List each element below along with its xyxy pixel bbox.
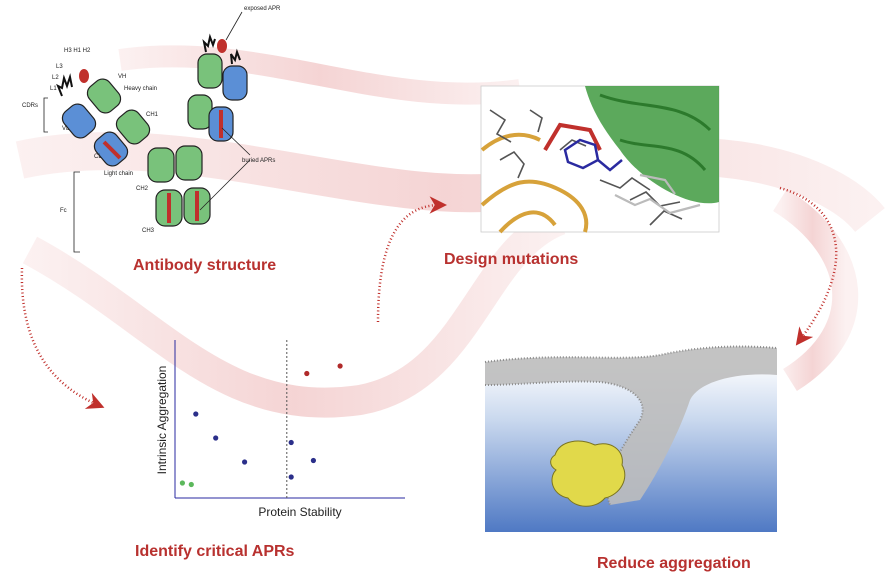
label-vl: VL (62, 126, 70, 132)
ch2-domain-a (147, 147, 175, 183)
yellow-backbone (480, 132, 589, 234)
arrow-structure-to-aprs (20, 267, 105, 409)
ch2-domain-b (175, 145, 203, 181)
scatter-point-blue (213, 435, 219, 441)
label-ch1: CH1 (146, 112, 159, 118)
caption-identify-aprs: Identify critical APRs (135, 543, 295, 560)
x-axis-label: Protein Stability (258, 505, 341, 519)
scatter-point-blue (310, 457, 316, 464)
cdrs-bracket (43, 97, 48, 133)
reduce-aggregation-image (484, 345, 778, 532)
grey-sidechains (489, 109, 683, 226)
cycle-arrows (20, 186, 838, 409)
apr-scatter-chart: Protein Stability Intrinsic Aggregation (155, 340, 405, 519)
label-cl: CL (94, 154, 102, 160)
label-ch3: CH3 (142, 228, 155, 234)
caption-reduce-aggregation: Reduce aggregation (597, 555, 751, 572)
mutation-blue-ring (563, 138, 623, 172)
scatter-points (179, 363, 343, 488)
exposed-apr-right (217, 39, 227, 53)
scatter-point-green (179, 480, 185, 486)
scatter-point-red (337, 363, 343, 369)
label-h-loops: H3 H1 H2 (64, 48, 91, 54)
label-cdrs: CDRs (22, 103, 38, 109)
label-exposed-apr: exposed APR (244, 6, 281, 12)
y-axis-label: Intrinsic Aggregation (155, 366, 169, 475)
label-l3: L3 (56, 64, 63, 70)
label-l1: L1 (50, 86, 57, 92)
arrow-mutations-to-reduce (779, 186, 838, 346)
label-buried-aprs: buried APRs (242, 158, 275, 164)
apr-stripe-left (102, 140, 122, 160)
membrane-stream (485, 346, 777, 505)
mutation-red-residue (543, 122, 602, 152)
scatter-point-blue (288, 474, 294, 480)
antibody-diagram: exposed APR buried APRs Heavy chain Ligh… (22, 6, 281, 253)
label-light-chain: Light chain (104, 171, 133, 177)
label-ch2: CH2 (136, 186, 149, 192)
scatter-point-blue (193, 411, 199, 417)
caption-antibody-structure: Antibody structure (133, 257, 277, 274)
cdr-loops-left (56, 73, 73, 97)
buried-apr-pointer-a (221, 127, 251, 156)
design-mutations-image (480, 85, 720, 234)
vl-domain-right (222, 65, 248, 101)
vh-domain-left (86, 78, 122, 114)
label-l2: L2 (52, 75, 59, 81)
arrow-aprs-to-mutations (376, 196, 447, 323)
label-fc: Fc (60, 208, 67, 214)
scatter-point-blue (242, 459, 248, 465)
ch1-domain-left (115, 109, 151, 145)
protein-blob (550, 440, 626, 507)
exposed-apr-pointer (225, 11, 243, 41)
fc-bracket (73, 171, 80, 253)
exposed-apr-left (79, 69, 89, 83)
caption-design-mutations: Design mutations (444, 251, 579, 268)
vl-domain (61, 103, 97, 139)
scatter-point-green (188, 481, 194, 488)
label-heavy-chain: Heavy chain (124, 86, 157, 92)
cdr-loops-right-b (230, 48, 241, 65)
vh-domain-right (197, 53, 223, 89)
label-vh: VH (118, 74, 126, 80)
scatter-point-blue (288, 439, 294, 446)
cdr-loops-right (202, 33, 216, 53)
buried-apr-pointer-b (199, 159, 251, 211)
scatter-point-red (304, 370, 310, 377)
